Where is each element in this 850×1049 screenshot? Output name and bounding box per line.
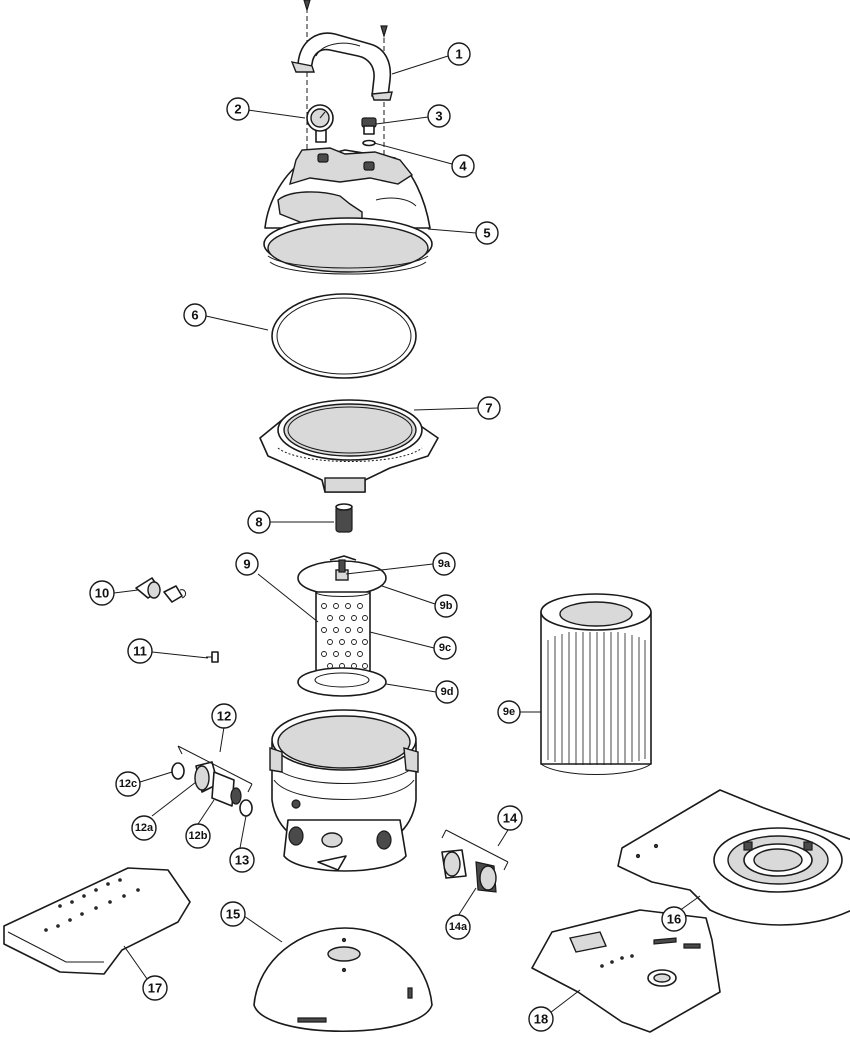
callout-13: 13 bbox=[229, 847, 255, 873]
small-cartridge-part bbox=[335, 503, 353, 533]
callout-9b-label: 9b bbox=[440, 600, 453, 612]
union-fitting-part bbox=[171, 761, 253, 817]
filter-tank-part bbox=[269, 709, 419, 872]
perforation-holes bbox=[321, 603, 368, 669]
callout-9: 9 bbox=[235, 552, 259, 576]
valve-o-ring-part bbox=[362, 139, 376, 147]
callout-17-label: 17 bbox=[148, 981, 162, 996]
callout-14-label: 14 bbox=[503, 811, 518, 826]
callout-9c-label: 9c bbox=[439, 642, 451, 654]
callout-13-label: 13 bbox=[235, 853, 249, 868]
right-tray-part bbox=[531, 909, 721, 1033]
filter-lid-part bbox=[263, 147, 433, 275]
callout-6: 6 bbox=[183, 303, 207, 327]
callout-3-label: 3 bbox=[435, 109, 442, 124]
screw-part bbox=[206, 651, 219, 663]
callout-14a: 14a bbox=[445, 914, 471, 940]
callout-6-label: 6 bbox=[191, 308, 198, 323]
callout-10: 10 bbox=[89, 580, 115, 606]
callout-12c: 12c bbox=[115, 771, 141, 797]
base-cover-part bbox=[253, 927, 433, 1033]
callout-17: 17 bbox=[142, 975, 168, 1001]
base-stand-part bbox=[617, 789, 850, 926]
callout-3: 3 bbox=[427, 104, 451, 128]
tray-holes bbox=[44, 878, 140, 932]
callout-12b-label: 12b bbox=[189, 830, 208, 842]
callout-14: 14 bbox=[497, 805, 523, 831]
callout-9b: 9b bbox=[434, 594, 458, 618]
callout-4: 4 bbox=[451, 154, 475, 178]
callout-9e-label: 9e bbox=[503, 706, 515, 718]
callout-12b: 12b bbox=[185, 823, 211, 849]
callout-9a-label: 9a bbox=[438, 558, 451, 570]
callout-12a: 12a bbox=[131, 815, 157, 841]
callout-10-label: 10 bbox=[95, 586, 109, 601]
adapter-fittings-part bbox=[441, 849, 497, 893]
lid-o-ring-part bbox=[271, 293, 417, 379]
callout-9d: 9d bbox=[435, 680, 459, 704]
callout-8: 8 bbox=[247, 510, 271, 534]
callout-16-label: 16 bbox=[667, 912, 681, 927]
callout-7: 7 bbox=[477, 396, 501, 420]
callout-18: 18 bbox=[528, 1006, 554, 1032]
callout-18-label: 18 bbox=[534, 1012, 548, 1027]
callout-12-label: 12 bbox=[217, 709, 231, 724]
callout-8-label: 8 bbox=[255, 515, 262, 530]
pressure-gauge-part bbox=[306, 104, 334, 143]
callout-2-label: 2 bbox=[234, 102, 241, 117]
callout-16: 16 bbox=[661, 906, 687, 932]
callout-14a-label: 14a bbox=[449, 921, 468, 933]
left-tray-part bbox=[3, 867, 191, 975]
callout-12a-label: 12a bbox=[135, 822, 154, 834]
internal-element-assembly-part bbox=[297, 555, 387, 697]
callout-5-label: 5 bbox=[483, 226, 490, 241]
callout-9d-label: 9d bbox=[441, 686, 454, 698]
callout-5: 5 bbox=[475, 221, 499, 245]
callout-12: 12 bbox=[211, 703, 237, 729]
callout-4-label: 4 bbox=[459, 159, 467, 174]
callout-9-label: 9 bbox=[243, 557, 250, 572]
callout-11-label: 11 bbox=[133, 644, 147, 659]
callout-15-label: 15 bbox=[226, 907, 240, 922]
locking-ring-part bbox=[259, 399, 439, 493]
callout-11: 11 bbox=[127, 638, 153, 664]
callout-9e: 9e bbox=[497, 700, 521, 724]
filter-pleats bbox=[547, 632, 646, 765]
cartridge-filter-part bbox=[540, 593, 652, 775]
drain-plug-part bbox=[135, 577, 187, 603]
handle-part bbox=[290, 0, 393, 175]
callout-9c: 9c bbox=[433, 636, 457, 660]
callout-7-label: 7 bbox=[485, 401, 492, 416]
callout-1: 1 bbox=[447, 42, 471, 66]
callout-1-label: 1 bbox=[455, 47, 462, 62]
callout-9a: 9a bbox=[432, 552, 456, 576]
callout-12c-label: 12c bbox=[119, 778, 137, 790]
callout-2: 2 bbox=[226, 97, 250, 121]
callout-15: 15 bbox=[220, 901, 246, 927]
air-relief-valve-part bbox=[361, 117, 377, 135]
leader-lines bbox=[113, 55, 701, 1017]
